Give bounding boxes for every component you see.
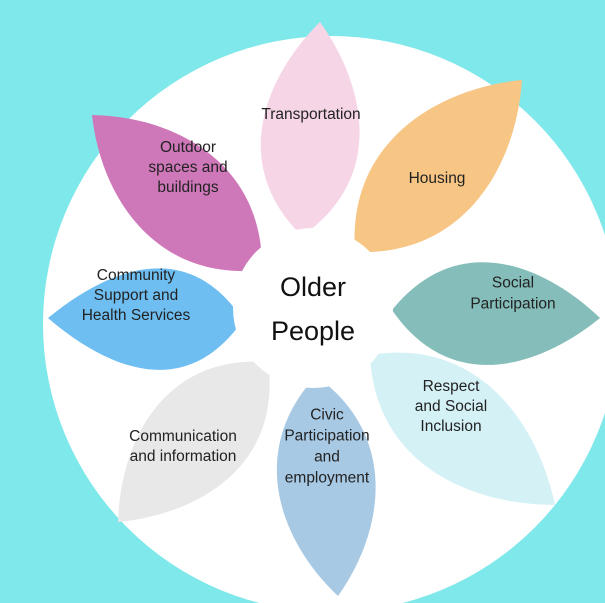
petal-label-line: Health Services: [82, 307, 191, 324]
petal-label-line: Housing: [409, 170, 466, 187]
petal-label-housing: Housing: [409, 170, 466, 187]
petal-community-support: [48, 268, 243, 370]
petal-label-line: Participation: [284, 428, 369, 445]
petal-outdoor-spaces: [92, 115, 263, 272]
petals-group: [48, 22, 600, 596]
petal-civic-participation: [276, 376, 376, 596]
petal-label-line: Transportation: [261, 106, 360, 123]
center-circle: [233, 228, 393, 388]
center-label-line: People: [271, 316, 355, 346]
petal-label-outdoor-spaces: Outdoor spaces and buildings: [148, 139, 227, 196]
petal-label-line: employment: [285, 470, 370, 487]
petal-label-line: buildings: [157, 179, 218, 196]
petal-label-transportation: Transportation: [261, 106, 360, 123]
petal-label-line: Social: [492, 275, 534, 292]
petal-label-line: Civic: [310, 407, 344, 424]
petal-label-communication-information: Communication and information: [129, 428, 237, 465]
petal-respect-social-inclusion: [370, 352, 555, 505]
petal-social-participation: [392, 262, 600, 365]
petal-label-line: Respect: [423, 378, 481, 395]
petal-label-line: Outdoor: [160, 139, 216, 156]
center-label-line: Older: [280, 272, 346, 302]
petal-label-line: Support and: [94, 287, 178, 304]
petal-label-line: and: [314, 449, 340, 466]
petal-label-line: Community: [97, 267, 176, 284]
petal-label-line: Inclusion: [420, 418, 481, 435]
petal-label-line: Communication: [129, 428, 237, 445]
petal-label-line: Participation: [470, 296, 555, 313]
petal-label-line: and information: [130, 448, 237, 465]
petal-housing: [354, 80, 522, 253]
petal-communication-information: [118, 361, 270, 522]
petal-label-line: spaces and: [148, 159, 227, 176]
petal-transportation: [260, 22, 360, 236]
petal-label-line: and Social: [415, 398, 487, 415]
